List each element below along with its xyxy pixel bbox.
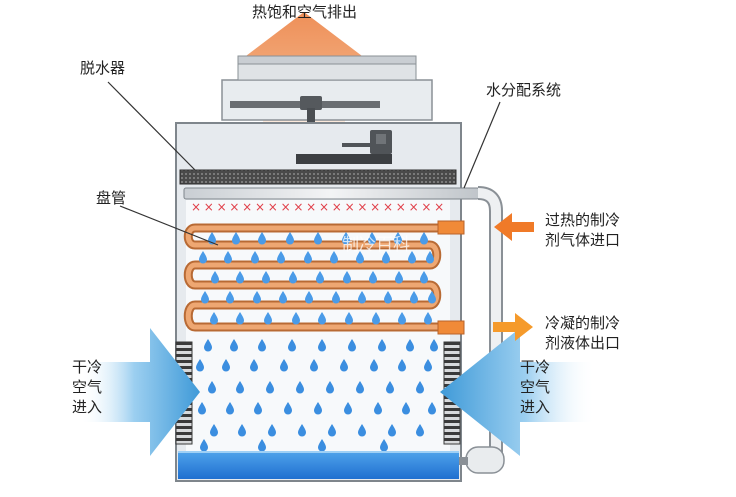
- spray-mark: ×: [434, 200, 444, 214]
- spray-mark: ×: [370, 200, 380, 214]
- label-refrigerant-inlet-line2: 剂气体进口: [545, 231, 621, 249]
- label-air-inlet-right-line3: 进入: [520, 398, 551, 416]
- spray-mark: ×: [332, 200, 342, 214]
- spray-mark: ×: [229, 200, 239, 214]
- label-refrigerant-inlet-line1: 过热的制冷: [545, 211, 621, 229]
- motor-icon: [296, 130, 392, 164]
- drift-eliminator-mesh: [179, 169, 457, 185]
- refrigerant-outlet-arrow: [493, 313, 533, 341]
- spray-mark: ×: [396, 200, 406, 214]
- leader-lines: [107, 81, 501, 246]
- watermark: 制冷百科: [342, 235, 410, 255]
- spray-mark: ×: [268, 200, 278, 214]
- label-air-inlet-right-line1: 干冷: [520, 358, 551, 376]
- spray-mark: ×: [242, 200, 252, 214]
- spray-mark: ×: [255, 200, 265, 214]
- label-refrigerant-outlet-line1: 冷凝的制冷: [545, 314, 621, 332]
- recirculation-pipe: [459, 186, 505, 474]
- water-basin: [178, 452, 459, 479]
- air-inlet-arrow-left: [80, 328, 200, 456]
- label-air-inlet-left-line3: 进入: [72, 398, 103, 416]
- spray-mark: ×: [306, 200, 316, 214]
- spray-mark: ×: [217, 200, 227, 214]
- spray-mark: ×: [319, 200, 329, 214]
- label-air-inlet-right-line2: 空气: [520, 378, 551, 396]
- fan-housing: [221, 55, 433, 121]
- spray-mark: ×: [293, 200, 303, 214]
- label-air-inlet-left-line1: 干冷: [72, 358, 103, 376]
- label-drift-eliminator: 脱水器: [80, 59, 126, 77]
- spray-mark: ×: [409, 200, 419, 214]
- coil-icon: [183, 220, 465, 335]
- spray-mark: ×: [204, 200, 214, 214]
- spray-mark: ×: [345, 200, 355, 214]
- spray-mark: ×: [383, 200, 393, 214]
- label-air-inlet-left: 干冷 空气 进入: [72, 357, 112, 417]
- label-refrigerant-outlet-line2: 剂液体出口: [545, 334, 621, 352]
- label-coil: 盘管: [96, 189, 127, 207]
- distribution-pipe: [183, 187, 480, 200]
- refrigerant-inlet-arrow: [494, 213, 534, 241]
- spray-mark: ×: [421, 200, 431, 214]
- label-distribution-system: 水分配系统: [486, 81, 562, 99]
- label-refrigerant-inlet: 过热的制冷 剂气体进口: [545, 210, 625, 250]
- spray-mark: ×: [357, 200, 367, 214]
- label-exhaust: 热饱和空气排出: [252, 3, 358, 21]
- spray-mark: ×: [281, 200, 291, 214]
- label-air-inlet-left-line2: 空气: [72, 378, 103, 396]
- spray-mark: ×: [191, 200, 201, 214]
- spray-nozzles: ××××××××××××××××××××: [191, 200, 444, 214]
- label-refrigerant-outlet: 冷凝的制冷 剂液体出口: [545, 313, 625, 353]
- air-inlet-arrow-right: [440, 328, 596, 456]
- label-air-inlet-right: 干冷 空气 进入: [520, 357, 560, 417]
